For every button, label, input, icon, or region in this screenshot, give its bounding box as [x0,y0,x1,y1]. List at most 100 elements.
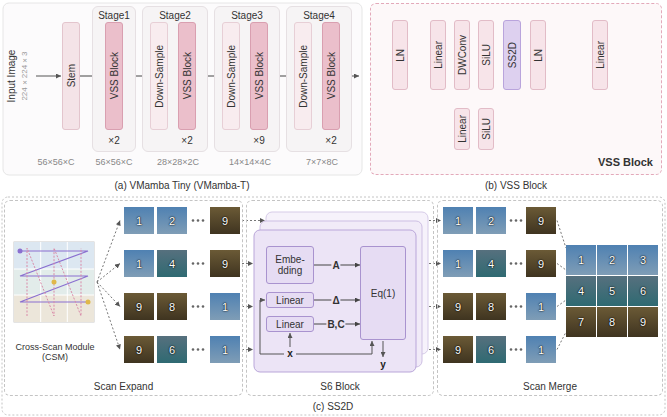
node-label: Linear [595,41,606,69]
module-label: Cross-Scan Module (CSM) [9,342,101,363]
node-label: Stage4 [303,10,335,21]
node-label: Scan Expand [94,381,154,392]
panel-a-ground [3,3,362,175]
image-tile [628,245,658,275]
signal-name: x [287,348,293,360]
image-tile [526,207,556,234]
patch-number: 4 [169,257,175,270]
patch-number: 1 [578,254,584,267]
downsample-box: Down-Sample [150,22,168,130]
patch-number: 1 [136,214,142,227]
downsample-box: Down-Sample [222,22,240,130]
image-tile [443,250,473,277]
scan-merge-panel: Scan Merge [437,200,663,396]
patch-number: 6 [640,285,646,298]
signal-label: Δ [331,295,340,306]
image-tile [476,293,506,320]
s6-wire [383,341,384,357]
stage-band: Stage2Down-Sample VSS Block [142,6,208,152]
image-tile [210,293,240,320]
scan-arrow [97,282,120,350]
cross-scan-illustration [40,242,41,322]
node-label: VSS Block [182,52,193,99]
dimension-label: 56×56×C [95,157,132,167]
panel-c-frame [2,197,665,415]
ellipsis-dots [510,305,523,308]
s6-wire [296,341,372,354]
image-tile [443,207,473,234]
patch-number: 9 [455,300,461,313]
patch-number: 9 [136,343,142,356]
patch-number: 1 [222,343,228,356]
patch-number: 9 [455,343,461,356]
image-tile [124,207,658,363]
patch-number: 1 [455,214,461,227]
linear-box: Linear [454,108,470,150]
linear-box: Linear [592,20,608,90]
image-tile [597,276,627,306]
scan-arrow [242,349,253,350]
patch-number: 7 [578,316,584,329]
patch-number: 9 [538,214,544,227]
cross-scan-illustration [14,242,94,269]
dimension-label: 28×28×2C [157,157,199,167]
scan-arrow [557,300,566,307]
node-label: S6 Block [320,381,359,392]
signal-label: B,C [326,319,345,330]
scan-arrow [429,220,441,221]
patch-number: 8 [169,300,175,313]
node-label: Linear [433,41,444,69]
node-label: Stage2 [159,10,191,21]
subfigure-caption: (c) SS2D [313,401,354,413]
patch-number: 6 [169,343,175,356]
signal-label: A [331,260,340,271]
image-tile [566,276,596,306]
dimension-label: 7×7×8C [306,157,338,167]
ellipsis-dots [192,262,205,265]
vss-block-box: VSS Block [250,22,268,130]
node-label: Linear [276,295,304,306]
node-label: Stage3 [231,10,263,21]
repeat-count: ×2 [325,135,336,147]
patch-number: 2 [488,214,494,227]
stage-band: Stage4Down-SampleVSS Block [286,6,352,152]
node-label: LN [533,49,544,62]
axis-label: 224×224×3 [20,51,29,100]
node-label: Scan Merge [523,381,577,392]
cross-scan-illustration [18,249,23,254]
cross-scan-illustration [86,300,91,305]
ellipsis-dots [192,305,205,308]
stage-band: Stage3Down-Sample VSS Block [214,6,280,152]
node-label: Linear [276,319,304,330]
ellipsis-dots [510,262,523,265]
patch-number: 1 [222,300,228,313]
image-tile [210,250,240,277]
stem-box: Stem [62,22,80,130]
repeat-count: ×2 [108,135,119,147]
cross-scan-illustration [14,242,94,322]
image-tile [157,207,187,234]
scan-expand-panel: Scan Expand [4,200,243,396]
scan-arrow [557,264,566,271]
cross-scan-illustration [14,242,94,322]
node-label: Stage1 [98,10,130,21]
image-tile [628,276,658,306]
ellipsis-dots [510,219,523,222]
patch-number: 1 [136,257,142,270]
linear-box: Linear [266,316,314,332]
node-label: SiLU [481,44,492,66]
patch-number: 9 [640,316,646,329]
image-tile [526,336,556,363]
panel-c-frame [2,197,665,415]
node-label: VSS Block [254,52,265,99]
ellipsis-dots [192,348,205,351]
ss2d-box: SS2D [503,20,521,90]
image-tile [124,293,154,320]
s6-wire [290,333,291,347]
scan-arrow [97,264,120,283]
node-label: SiLU [481,118,492,140]
vss-block-box: VSS Block [178,22,196,130]
image-tile [124,250,154,277]
patch-number: 9 [222,257,228,270]
